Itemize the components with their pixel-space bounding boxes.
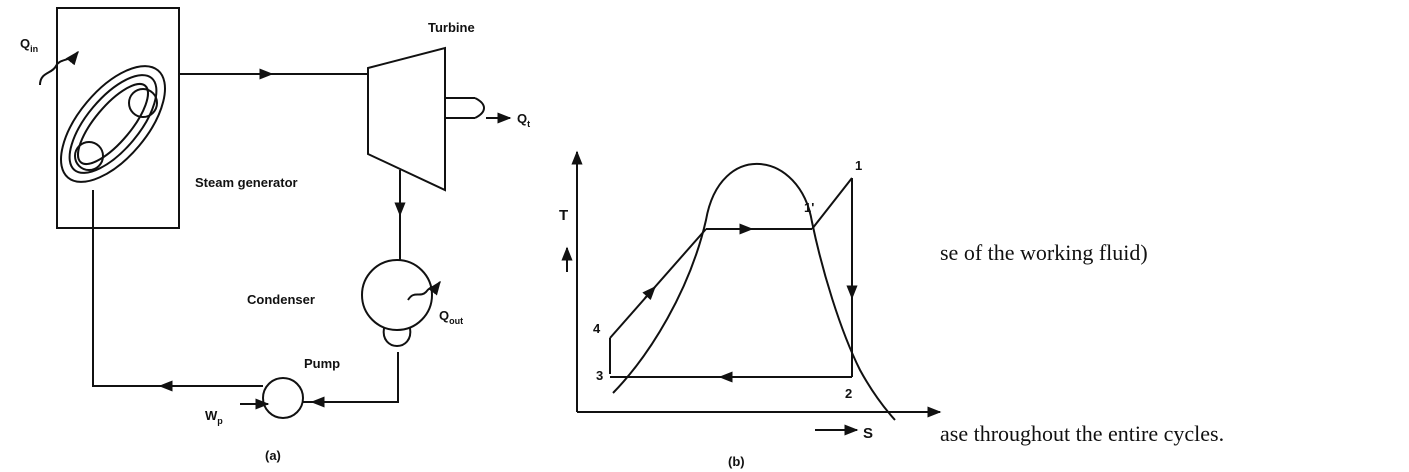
pump-label: Pump [304,356,340,371]
ts-diagram [561,150,942,436]
q-out-arrow [407,280,441,301]
plant-schematic [39,7,512,419]
condenser-hotwell [382,327,412,347]
state-point-1-prime: 1' [804,200,814,215]
state-point-3: 3 [596,368,603,383]
turbine-body [367,46,446,192]
heating-line [609,228,707,339]
state-point-2: 2 [845,386,852,401]
superheat-line [811,177,853,230]
pump-body [262,377,304,419]
q-t-label: Qt [517,111,530,129]
ts-labels: T S 1 1' 2 3 4 (b) [559,158,873,469]
q-in-label: Qin [20,36,38,54]
caption-a: (a) [265,448,281,463]
schematic-labels: Qin Turbine Qt Steam generator Condenser… [20,20,530,463]
state-point-1: 1 [855,158,862,173]
turbine-label: Turbine [428,20,475,35]
s-axis-label: S [863,425,873,442]
boiler-coil [60,65,166,183]
q-out-label: Qout [439,308,463,326]
state-point-4: 4 [593,321,601,336]
condenser-label: Condenser [247,292,315,307]
turbine-shaft [445,97,485,119]
body-text-line-2: ase throughout the entire cycles. [940,421,1225,446]
body-text-line-1: se of the working fluid) [940,240,1148,265]
caption-b: (b) [728,454,745,469]
steam-generator-label: Steam generator [195,175,298,190]
q-in-arrow [39,50,79,86]
heating-arrow [642,285,656,301]
saturation-dome [612,163,896,421]
t-axis-label: T [559,207,568,224]
w-p-label: Wp [205,408,223,426]
steam-generator-box [56,7,180,229]
feed-line [92,190,263,387]
